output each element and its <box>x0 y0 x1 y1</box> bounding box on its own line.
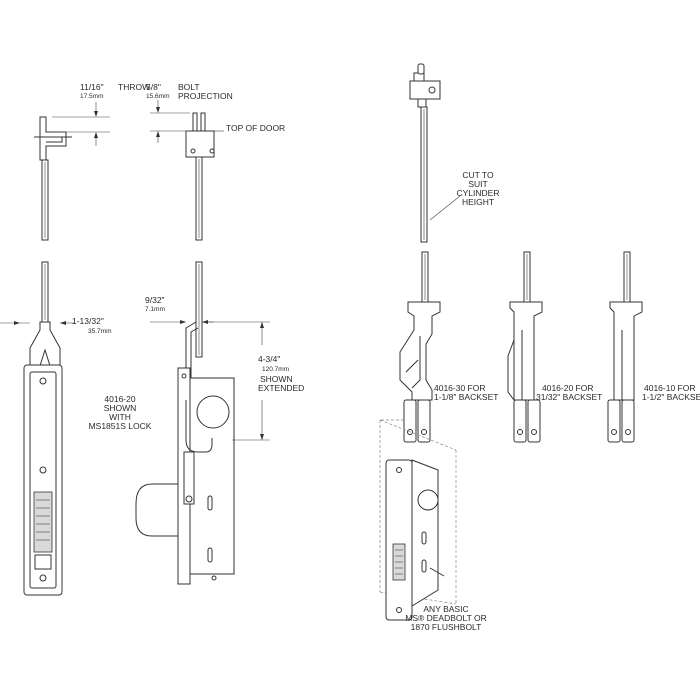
variant-1-line-2: 1-1/8" BACKSET <box>434 392 498 402</box>
side-view-assembly <box>135 112 235 585</box>
bolt-projection-dimension <box>150 100 224 143</box>
width-frac: 1-13/32" <box>72 316 104 326</box>
bolt-label-2: PROJECTION <box>178 91 233 101</box>
variant-labels: 4016-30 FOR 1-1/8" BACKSET 4016-20 FOR 3… <box>434 383 700 402</box>
extended-dimension <box>208 321 270 441</box>
shown-with-note: 4016-20 SHOWN WITH MS1851S LOCK <box>89 394 152 431</box>
cut-to-suit-note: CUT TO SUIT CYLINDER HEIGHT <box>457 170 500 207</box>
cut-note-line-3: CYLINDER <box>457 188 500 198</box>
variant-3-line-1: 4016-10 FOR <box>644 383 696 393</box>
width-dimension <box>0 321 74 325</box>
shown-with-line-1: 4016-20 <box>104 394 135 404</box>
shown-with-line-4: MS1851S LOCK <box>89 421 152 431</box>
cut-note-line-1: CUT TO <box>462 170 494 180</box>
variant-4016-30 <box>399 251 441 443</box>
extended-label-1: SHOWN <box>260 374 293 384</box>
variant-1-line-1: 4016-30 FOR <box>434 383 486 393</box>
cut-note-line-4: HEIGHT <box>462 197 494 207</box>
throw-frac: 11/16" <box>80 82 104 92</box>
top-of-door-label: TOP OF DOOR <box>226 123 285 133</box>
variant-2-line-2: 31/32" BACKSET <box>536 392 602 402</box>
top-rod-assembly <box>409 63 461 243</box>
basic-lock-assembly <box>379 419 457 621</box>
basic-lock-note: ANY BASIC MS® DEADBOLT OR 1870 FLUSHBOLT <box>405 604 487 632</box>
variant-4016-10 <box>607 251 643 443</box>
basic-note-line-2: MS® DEADBOLT OR <box>405 613 487 623</box>
bolt-label-1: BOLT <box>178 82 200 92</box>
offset-dimension <box>150 320 214 324</box>
front-view-assembly <box>23 116 72 596</box>
variant-3-line-2: 1-1/2" BACKSET <box>642 392 700 402</box>
cut-note-line-2: SUIT <box>468 179 487 189</box>
variant-2-line-1: 4016-20 FOR <box>542 383 594 393</box>
bolt-frac: 5/8" <box>146 82 161 92</box>
basic-note-line-1: ANY BASIC <box>423 604 468 614</box>
width-mm: 35.7mm <box>88 328 111 335</box>
throw-mm: 17.5mm <box>80 93 103 100</box>
offset-frac: 9/32" <box>145 295 165 305</box>
shown-with-line-3: WITH <box>109 412 131 422</box>
shown-with-line-2: SHOWN <box>104 403 137 413</box>
extended-label-2: EXTENDED <box>258 383 304 393</box>
throw-dimension <box>52 102 110 146</box>
offset-mm: 7.1mm <box>145 306 165 313</box>
variant-4016-20 <box>507 251 543 443</box>
extended-frac: 4-3/4" <box>258 354 280 364</box>
throw-label: THROW <box>118 82 150 92</box>
bolt-mm: 15.6mm <box>146 93 169 100</box>
extended-mm: 120.7mm <box>262 366 289 373</box>
basic-note-line-3: 1870 FLUSHBOLT <box>411 622 482 632</box>
